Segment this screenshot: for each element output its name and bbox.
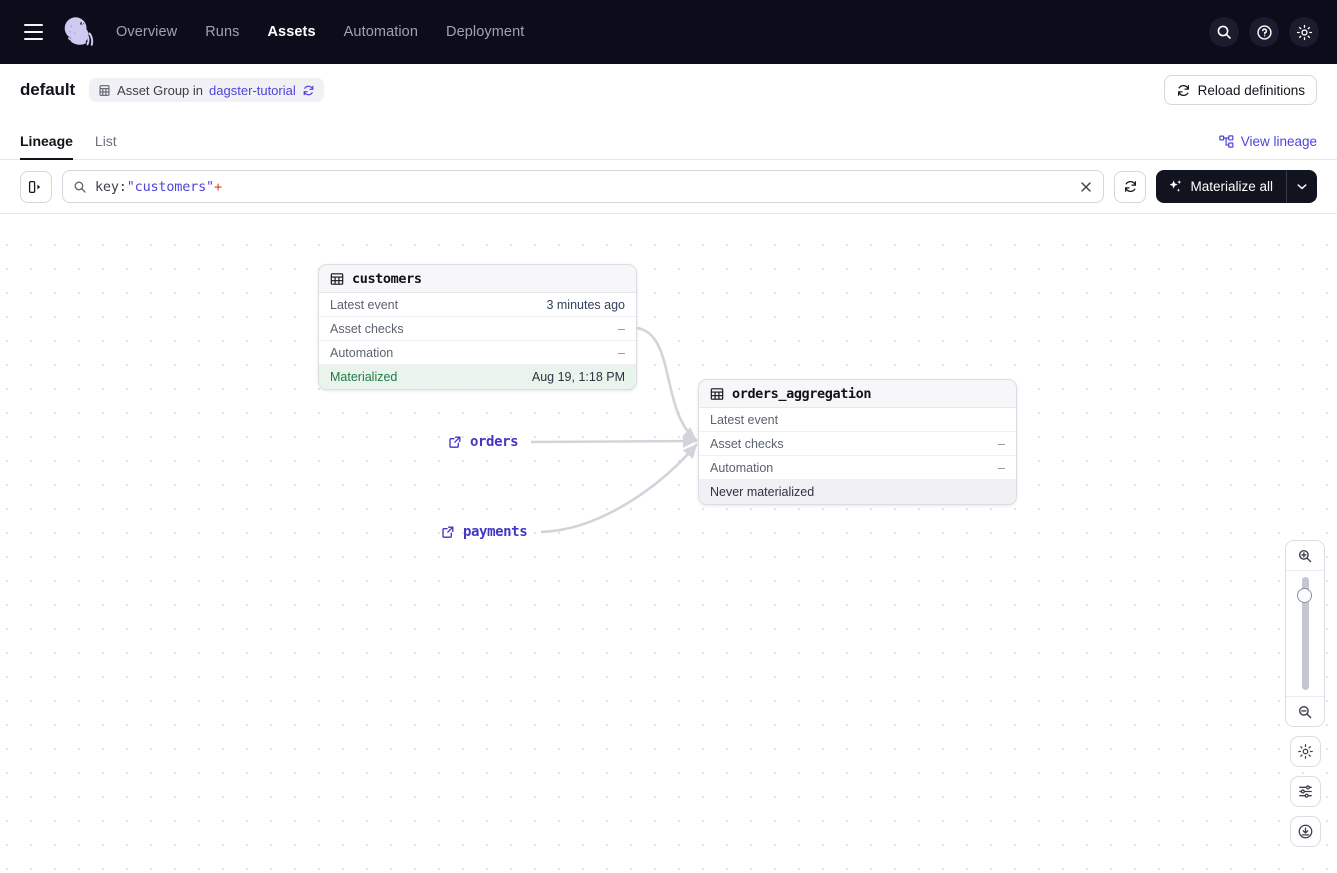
materialize-all-main[interactable]: Materialize all bbox=[1156, 170, 1286, 203]
row-value[interactable]: 3 minutes ago bbox=[546, 297, 625, 312]
gear-icon[interactable] bbox=[1289, 736, 1321, 767]
reload-definitions-button[interactable]: Reload definitions bbox=[1163, 75, 1317, 105]
tabs-row: Lineage List View lineage bbox=[0, 116, 1337, 160]
asset-node-header[interactable]: customers bbox=[319, 265, 636, 293]
row-value: – bbox=[997, 460, 1005, 475]
panel-toggle-icon[interactable] bbox=[20, 170, 52, 203]
search-token-string: "customers" bbox=[126, 178, 214, 195]
chevron-down-icon[interactable] bbox=[1287, 170, 1317, 203]
search-token-key: key: bbox=[95, 178, 127, 195]
nav-link-deployment[interactable]: Deployment bbox=[446, 24, 525, 40]
reload-icon bbox=[1177, 84, 1189, 96]
zoom-slider-thumb[interactable] bbox=[1297, 588, 1312, 603]
nav-link-assets[interactable]: Assets bbox=[267, 24, 316, 40]
table-icon bbox=[710, 387, 724, 400]
view-lineage-label: View lineage bbox=[1240, 134, 1317, 149]
edge-customers-to-orders-aggregation bbox=[636, 326, 698, 443]
dagster-logo[interactable] bbox=[58, 12, 98, 52]
tab-list: Lineage List bbox=[20, 133, 117, 160]
asset-group-chip[interactable]: Asset Group in dagster-tutorial bbox=[89, 78, 324, 102]
search-icon bbox=[74, 181, 86, 193]
asset-node-row-automation[interactable]: Automation – bbox=[699, 456, 1016, 480]
main-nav-links: Overview Runs Assets Automation Deployme… bbox=[116, 24, 524, 40]
asset-node-row-automation[interactable]: Automation – bbox=[319, 341, 636, 365]
external-link-icon bbox=[442, 526, 454, 538]
asset-group-icon bbox=[99, 84, 110, 96]
zoom-out-icon[interactable] bbox=[1286, 697, 1324, 726]
row-label: Never materialized bbox=[710, 485, 815, 499]
gear-icon[interactable] bbox=[1289, 17, 1319, 47]
recenter-icon[interactable] bbox=[1289, 816, 1321, 847]
sparkle-icon bbox=[1170, 180, 1182, 192]
graph-toolbar: key:"customers"+ bbox=[0, 160, 1337, 214]
view-lineage-link[interactable]: View lineage bbox=[1218, 134, 1317, 159]
tab-list-view[interactable]: List bbox=[94, 133, 117, 149]
asset-node-row-materialized[interactable]: Materialized Aug 19, 1:18 PM bbox=[319, 365, 636, 389]
top-navigation-bar: Overview Runs Assets Automation Deployme… bbox=[0, 0, 1337, 64]
asset-node-row-never-materialized[interactable]: Never materialized bbox=[699, 480, 1016, 504]
row-label: Latest event bbox=[330, 297, 399, 312]
tab-lineage[interactable]: Lineage bbox=[20, 133, 73, 160]
nav-link-automation[interactable]: Automation bbox=[343, 24, 419, 40]
external-link-icon bbox=[449, 436, 461, 448]
page-header: default Asset Group in dagster-tutorial bbox=[0, 64, 1337, 116]
lineage-edges bbox=[530, 326, 698, 534]
external-asset-label: payments bbox=[463, 524, 528, 540]
row-label: Automation bbox=[330, 345, 394, 360]
materialize-divider bbox=[1286, 170, 1287, 203]
close-icon[interactable] bbox=[1077, 178, 1095, 196]
row-value: – bbox=[617, 321, 625, 336]
help-icon[interactable] bbox=[1249, 17, 1279, 47]
hamburger-icon[interactable] bbox=[18, 17, 48, 47]
row-value: – bbox=[617, 345, 625, 360]
edge-orders-to-orders-aggregation bbox=[530, 434, 698, 448]
asset-node-row-latest-event[interactable]: Latest event bbox=[699, 408, 1016, 432]
zoom-slider-track bbox=[1301, 577, 1309, 690]
top-nav-actions bbox=[1209, 17, 1319, 47]
zoom-stack bbox=[1285, 540, 1325, 727]
dagster-logo-icon bbox=[64, 17, 94, 46]
sliders-icon[interactable] bbox=[1289, 776, 1321, 807]
asset-node-header[interactable]: orders_aggregation bbox=[699, 380, 1016, 408]
external-asset-label: orders bbox=[470, 434, 519, 450]
lineage-icon bbox=[1218, 134, 1234, 148]
edge-payments-to-orders-aggregation bbox=[540, 443, 698, 534]
nav-link-overview[interactable]: Overview bbox=[116, 24, 178, 40]
lineage-graph-canvas[interactable]: customers Latest event 3 minutes ago Ass… bbox=[0, 222, 1337, 873]
search-icon[interactable] bbox=[1209, 17, 1239, 47]
zoom-slider[interactable] bbox=[1286, 570, 1324, 697]
row-value: – bbox=[997, 436, 1005, 451]
search-token-operator: + bbox=[213, 178, 222, 195]
search-query-text: key:"customers"+ bbox=[95, 179, 1069, 195]
asset-group-chip-link[interactable]: dagster-tutorial bbox=[209, 82, 296, 98]
asset-node-row-asset-checks[interactable]: Asset checks – bbox=[319, 317, 636, 341]
materialize-all-button[interactable]: Materialize all bbox=[1156, 170, 1317, 203]
row-label: Automation bbox=[710, 460, 774, 475]
zoom-in-icon[interactable] bbox=[1286, 541, 1324, 570]
row-label: Asset checks bbox=[710, 436, 784, 451]
external-asset-orders[interactable]: orders bbox=[448, 434, 519, 450]
asset-node-title: customers bbox=[352, 270, 422, 287]
refresh-icon[interactable] bbox=[1114, 170, 1147, 203]
reload-icon[interactable] bbox=[302, 84, 315, 97]
nav-link-runs[interactable]: Runs bbox=[205, 24, 240, 40]
search-input[interactable]: key:"customers"+ bbox=[62, 170, 1105, 203]
row-label: Materialized bbox=[330, 370, 398, 384]
asset-node-orders-aggregation[interactable]: orders_aggregation Latest event Asset ch… bbox=[698, 379, 1017, 505]
row-label: Asset checks bbox=[330, 321, 404, 336]
asset-node-customers[interactable]: customers Latest event 3 minutes ago Ass… bbox=[318, 264, 637, 390]
zoom-controls bbox=[1285, 540, 1325, 847]
table-icon bbox=[330, 272, 344, 285]
external-asset-payments[interactable]: payments bbox=[441, 524, 528, 540]
row-label: Latest event bbox=[710, 412, 779, 427]
row-value: Aug 19, 1:18 PM bbox=[531, 370, 625, 384]
asset-node-title: orders_aggregation bbox=[732, 385, 872, 402]
materialize-all-label: Materialize all bbox=[1190, 179, 1273, 194]
asset-node-row-asset-checks[interactable]: Asset checks – bbox=[699, 432, 1016, 456]
reload-definitions-label: Reload definitions bbox=[1197, 82, 1305, 98]
asset-group-chip-prefix: Asset Group in bbox=[117, 82, 204, 98]
page-title: default bbox=[20, 80, 76, 99]
asset-node-row-latest-event[interactable]: Latest event 3 minutes ago bbox=[319, 293, 636, 317]
